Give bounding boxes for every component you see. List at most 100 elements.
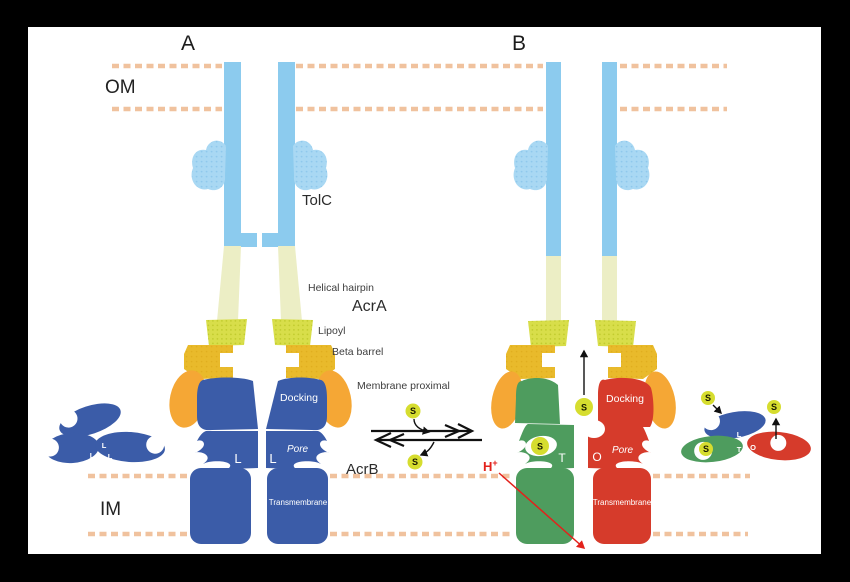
- beta-barrel-label: Beta barrel: [332, 346, 383, 358]
- acra-lipoyl-left-a: [206, 319, 247, 346]
- tolc-tube-right-b: [602, 62, 617, 258]
- open-state-b: O: [592, 450, 601, 464]
- acrb-transmembrane-right-a: [267, 468, 328, 544]
- trimer-state-loose: L: [737, 430, 742, 439]
- acrb-docking-right-a: [266, 377, 327, 431]
- acrb-docking-tight-b: [515, 378, 560, 424]
- trimer-state-a1: L: [102, 441, 107, 450]
- proton-motive-force: H+: [483, 458, 586, 549]
- panel-a-label: A: [181, 32, 195, 55]
- acra-hairpin-right-a: [278, 246, 302, 321]
- helical-hairpin-label: Helical hairpin: [308, 282, 374, 294]
- acrb-a: [190, 377, 329, 544]
- open-exit-funnel: [583, 420, 605, 438]
- substrate-out-arrow: [419, 441, 435, 457]
- loose-state-left-a: L: [234, 451, 241, 466]
- substrate-letter: S: [581, 403, 587, 413]
- inner-membrane-label: IM: [100, 499, 121, 520]
- acra-lipoyl-right-b: [595, 320, 636, 347]
- acra-beta-barrel-left-a: [184, 345, 233, 379]
- panel-b-label: B: [512, 32, 526, 55]
- acrb-pore-right-a: [266, 431, 329, 469]
- trimer-state-tight: T: [737, 445, 742, 454]
- trimer-bite-loose-b: [701, 412, 720, 431]
- lipoyl-label: Lipoyl: [318, 325, 345, 337]
- tolc-wing-right-a: [293, 140, 328, 191]
- acra-hairpin-left-a: [217, 246, 241, 321]
- acrb-pore-left-a: [195, 431, 258, 469]
- acra-hairpin-left-b: [546, 256, 561, 322]
- acrb-transmembrane-left-a: [190, 468, 251, 544]
- reverse-arrowhead: [373, 432, 405, 448]
- proton-label: H+: [483, 458, 498, 474]
- outer-membrane-dashes: [112, 63, 727, 112]
- transmembrane-label-b: Transmembrane: [593, 498, 652, 507]
- substrate-in-tight-pocket: [531, 437, 549, 455]
- proton-arrow: [498, 472, 586, 549]
- acra-beta-barrel-right-a: [286, 345, 335, 379]
- acra-label: AcrA: [352, 298, 387, 315]
- acrb-docking-left-a: [197, 377, 258, 431]
- substrate-above-equilibrium: S: [405, 403, 421, 419]
- substrate-letter: S: [703, 444, 709, 454]
- membrane-proximal-label: Membrane proximal: [357, 380, 450, 392]
- tolc-channel-b: [513, 62, 650, 258]
- acrb-transmembrane-tight-b: [516, 468, 574, 544]
- top-view-entry-arrow: [712, 404, 722, 414]
- trimer-hole-open-b: [770, 434, 787, 451]
- substrate-top-pocket: S: [699, 442, 713, 456]
- equilibrium-arrows: S S: [371, 403, 482, 470]
- tolc-channel-a: [191, 62, 328, 247]
- trimer-bite-a3: [146, 435, 165, 454]
- outer-membrane-label: OM: [105, 77, 136, 98]
- diagram-canvas: [28, 27, 821, 554]
- tolc-label: TolC: [302, 192, 332, 209]
- forward-arrowhead: [444, 423, 475, 439]
- loose-state-right-a: L: [269, 451, 276, 466]
- pore-label-a: Pore: [287, 444, 309, 455]
- tolc-wing-right-b: [615, 140, 650, 191]
- acrb-b: [515, 377, 654, 544]
- substrate-letter: S: [410, 406, 416, 416]
- acrb-pore-open-b: [588, 424, 651, 469]
- acra-lipoyl-right-a: [272, 319, 313, 346]
- acra-lipoyl-left-b: [528, 320, 569, 347]
- trimer-lobe-a2: [45, 432, 99, 464]
- trimer-lobe-a1: [59, 403, 121, 437]
- substrate-letter: S: [537, 442, 543, 452]
- trimer-state-a3: L: [108, 452, 113, 461]
- tolc-wing-left-a: [191, 140, 226, 191]
- tolc-wing-left-b: [513, 140, 548, 191]
- transmembrane-label-a: Transmembrane: [269, 498, 328, 507]
- substrate-letter: S: [705, 393, 711, 403]
- trimer-state-open: O: [750, 443, 756, 452]
- docking-label-b: Docking: [606, 393, 644, 405]
- acra-beta-barrel-right-b: [608, 345, 657, 379]
- acrb-label: AcrB: [346, 461, 379, 478]
- docking-label-a: Docking: [280, 392, 318, 404]
- inner-membrane-dashes: [88, 473, 750, 537]
- tight-state-b: T: [558, 451, 566, 465]
- substrate-top-entry: S: [701, 391, 715, 405]
- trimer-lobe-a3: [95, 431, 165, 463]
- acrb-top-view-a: L L L: [40, 403, 165, 464]
- acrb-transmembrane-open-b: [593, 468, 651, 544]
- acrb-top-view-b: L T O S S S: [681, 391, 811, 463]
- substrate-letter: S: [412, 457, 418, 467]
- substrate-in-channel: [575, 398, 593, 416]
- tolc-tube-right-a: [262, 62, 295, 247]
- tolc-tube-left-a: [224, 62, 257, 247]
- pore-label-b: Pore: [612, 445, 634, 456]
- acra-membrane-proximal-left-b: [491, 371, 523, 429]
- trimer-bite-a1: [59, 409, 78, 428]
- acra-hairpin-right-b: [602, 256, 617, 322]
- substrate-export-b: S S: [531, 349, 593, 455]
- acrb-docking-open-b: [598, 377, 654, 427]
- substrate-top-exit: S: [767, 400, 781, 414]
- substrate-in-arrow: [413, 418, 431, 435]
- tolc-tube-left-b: [546, 62, 561, 258]
- substrate-below-equilibrium: S: [407, 454, 423, 470]
- trimer-lobe-loose-b: [704, 411, 766, 439]
- trimer-state-a2: L: [90, 451, 95, 460]
